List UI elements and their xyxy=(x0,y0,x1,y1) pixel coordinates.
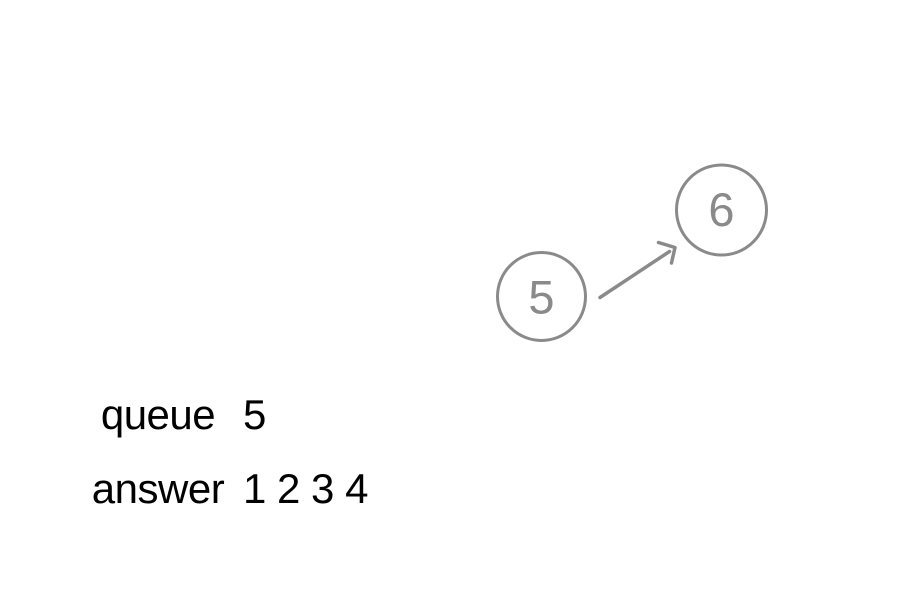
answer-value: 1 2 3 4 xyxy=(243,465,368,512)
answer-row: answer 1 2 3 4 xyxy=(0,468,918,516)
edge-line xyxy=(598,249,672,300)
edge-5-to-6 xyxy=(598,240,677,300)
queue-row: queue 5 xyxy=(0,394,918,442)
edge-arrowhead-icon xyxy=(656,240,677,265)
node-5-label: 5 xyxy=(528,271,554,324)
node-5-circle xyxy=(496,251,587,342)
answer-label: answer xyxy=(91,465,225,512)
queue-label: queue xyxy=(100,391,216,438)
node-6-circle xyxy=(675,163,768,257)
node-6-label: 6 xyxy=(708,183,734,236)
node-6: 6 xyxy=(675,163,768,257)
node-5: 5 xyxy=(496,251,587,342)
queue-value: 5 xyxy=(243,391,266,438)
